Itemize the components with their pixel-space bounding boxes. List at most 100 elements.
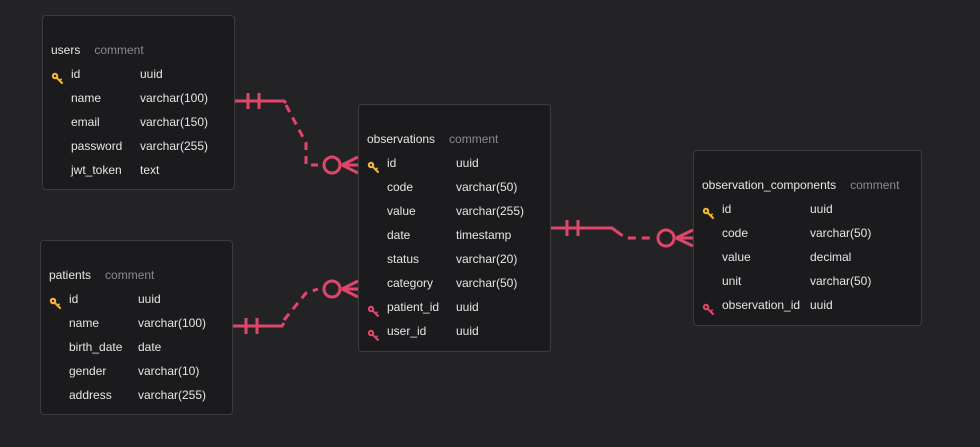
field-row-id[interactable]: id uuid [41, 287, 232, 311]
field-name: password [71, 139, 123, 153]
field-type: varchar(255) [140, 139, 209, 153]
field-type: decimal [810, 250, 852, 264]
field-name: status [387, 252, 420, 266]
relation-line [551, 226, 617, 233]
table-name[interactable]: observation_components [702, 178, 837, 192]
key-icon [51, 68, 63, 84]
field-row-id[interactable]: id uuid [359, 151, 550, 175]
table-name[interactable]: observations [367, 132, 436, 146]
field-name: address [69, 388, 112, 402]
field-row-gender[interactable]: gender varchar(10) [41, 359, 232, 383]
field-type: timestamp [456, 228, 512, 242]
field-type: varchar(20) [456, 252, 518, 266]
table-comment[interactable]: comment [850, 178, 900, 192]
field-type: uuid [456, 300, 479, 314]
field-row-birth-date[interactable]: birth_date date [41, 335, 232, 359]
field-row-status[interactable]: status varchar(20) [359, 247, 550, 271]
table-header[interactable]: patients comment [41, 263, 232, 287]
field-row-user-id[interactable]: user_id uuid [359, 319, 550, 343]
field-name: id [387, 156, 397, 170]
field-type: varchar(100) [140, 91, 209, 105]
field-type: varchar(50) [456, 276, 518, 290]
field-name: code [722, 226, 749, 240]
relation-connector-3[interactable] [551, 220, 694, 248]
field-name: birth_date [69, 340, 123, 354]
field-row-name[interactable]: name varchar(100) [41, 311, 232, 335]
field-name: jwt_token [71, 163, 122, 177]
table-header[interactable]: users comment [43, 38, 234, 62]
table-header[interactable]: observations comment [359, 127, 550, 151]
foreign-key-icon [702, 299, 714, 315]
relation-connector-2[interactable] [233, 279, 359, 334]
field-type: varchar(100) [138, 316, 207, 330]
field-name: user_id [387, 324, 427, 338]
field-name: category [387, 276, 434, 290]
field-type: uuid [810, 298, 833, 312]
foreign-key-icon [367, 301, 379, 317]
field-row-jwt-token[interactable]: jwt_token text [43, 158, 234, 182]
field-name: unit [722, 274, 742, 288]
field-row-unit[interactable]: unit varchar(50) [694, 269, 921, 293]
field-row-password[interactable]: password varchar(255) [43, 134, 234, 158]
field-name: name [69, 316, 100, 330]
field-name: date [387, 228, 411, 242]
field-row-category[interactable]: category varchar(50) [359, 271, 550, 295]
field-row-name[interactable]: name varchar(100) [43, 86, 234, 110]
field-name: name [71, 91, 102, 105]
relation-line-dashed [284, 104, 318, 167]
field-type: varchar(50) [810, 226, 872, 240]
field-row-address[interactable]: address varchar(255) [41, 383, 232, 407]
field-type: uuid [138, 292, 161, 306]
table-name[interactable]: users [51, 43, 81, 57]
table-header[interactable]: observation_components comment [694, 173, 921, 197]
table-observation-components[interactable]: observation_components comment id uuid code v… [693, 150, 922, 326]
field-type: uuid [810, 202, 833, 216]
cardinality-zero-circle [322, 155, 342, 175]
field-row-patient-id[interactable]: patient_id uuid [359, 295, 550, 319]
table-name[interactable]: patients [49, 268, 92, 282]
field-type: varchar(50) [810, 274, 872, 288]
field-name: id [71, 67, 81, 81]
relation-connector-1[interactable] [235, 93, 359, 175]
key-icon [702, 203, 714, 219]
field-type: text [140, 163, 160, 177]
field-row-id[interactable]: id uuid [43, 62, 234, 86]
field-type: uuid [456, 324, 479, 338]
table-comment[interactable]: comment [105, 268, 155, 282]
field-name: value [387, 204, 416, 218]
field-row-id[interactable]: id uuid [694, 197, 921, 221]
field-name: gender [69, 364, 107, 378]
field-type: varchar(255) [456, 204, 525, 218]
field-type: varchar(10) [138, 364, 200, 378]
field-type: uuid [456, 156, 479, 170]
field-row-code[interactable]: code varchar(50) [694, 221, 921, 245]
table-comment[interactable]: comment [94, 43, 144, 57]
field-row-date[interactable]: date timestamp [359, 223, 550, 247]
foreign-key-icon [367, 325, 379, 341]
field-name: patient_id [387, 300, 440, 314]
cardinality-many-crowfoot [341, 287, 359, 299]
field-row-value[interactable]: value varchar(255) [359, 199, 550, 223]
cardinality-zero-circle [656, 228, 676, 248]
relation-line [233, 322, 286, 328]
field-type: varchar(255) [138, 388, 207, 402]
field-type: varchar(150) [140, 115, 209, 129]
relation-line [235, 99, 288, 105]
table-comment[interactable]: comment [449, 132, 499, 146]
relation-line-dashed [615, 229, 652, 240]
table-patients[interactable]: patients comment id uuid name varchar(100) bir… [40, 240, 233, 415]
field-name: id [69, 292, 79, 306]
key-icon [367, 157, 379, 173]
field-type: uuid [140, 67, 163, 81]
field-name: id [722, 202, 732, 216]
field-type: date [138, 340, 162, 354]
cardinality-many-crowfoot [675, 236, 694, 248]
